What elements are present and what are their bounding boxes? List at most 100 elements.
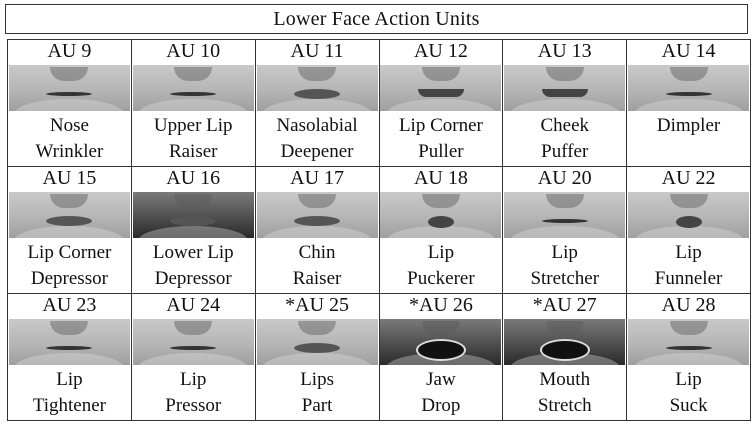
face-mouth	[675, 216, 702, 228]
face-mouth	[294, 89, 341, 99]
face-chin	[509, 226, 620, 238]
face-image	[132, 192, 254, 238]
action-unit-label-line2: Deepener	[280, 141, 354, 162]
face-image	[256, 192, 378, 238]
face-mouth	[294, 216, 341, 226]
face-mouth	[46, 346, 93, 350]
face-image	[132, 319, 254, 365]
action-unit-label-line2: Raiser	[168, 141, 218, 162]
action-unit-label-line1: Lip	[675, 242, 702, 263]
face-chin	[262, 226, 373, 238]
action-unit-code: AU 17	[290, 167, 345, 189]
face-nose	[669, 67, 708, 81]
action-unit-code: *AU 26	[408, 294, 473, 316]
action-unit-label-line1: Lip	[180, 369, 207, 390]
face-mouth	[665, 346, 712, 350]
action-unit-code: AU 24	[166, 294, 221, 316]
face-nose	[545, 194, 584, 208]
action-unit-label-line2: Stretch	[537, 395, 592, 416]
face-nose	[545, 67, 584, 81]
action-unit-label-line2: Tightener	[32, 395, 107, 416]
action-unit-code: AU 14	[661, 40, 716, 62]
action-unit-code: *AU 25	[285, 294, 350, 316]
action-unit-label-line1: Mouth	[539, 369, 591, 390]
face-nose	[50, 194, 89, 208]
face-chin	[385, 226, 496, 238]
action-unit-code: AU 13	[537, 40, 592, 62]
action-unit-label-line2: Raiser	[292, 268, 342, 289]
face-chin	[14, 353, 125, 365]
action-unit-label-line1: Lip	[427, 242, 455, 263]
action-unit-label-line2: Pressor	[165, 395, 222, 416]
action-unit-code: AU 20	[537, 167, 592, 189]
face-nose	[298, 194, 337, 208]
action-unit-label-line1: Jaw	[426, 369, 456, 390]
face-chin	[138, 99, 249, 111]
face-nose	[421, 67, 460, 81]
face-image	[256, 319, 378, 365]
face-mouth	[541, 89, 588, 97]
face-mouth	[170, 92, 217, 96]
action-unit-code: AU 11	[290, 40, 344, 62]
face-mouth	[415, 339, 466, 361]
face-mouth	[170, 216, 217, 226]
face-image	[132, 65, 254, 111]
action-unit-code: AU 10	[166, 40, 221, 62]
action-unit-label-line2: Depressor	[30, 268, 108, 289]
face-image	[504, 319, 626, 365]
face-nose	[174, 67, 213, 81]
action-unit-label-line1: Lips	[300, 369, 334, 390]
action-unit-label-line1: Lip	[551, 242, 578, 263]
face-image	[504, 192, 626, 238]
face-mouth	[294, 343, 341, 353]
face-image	[8, 192, 130, 238]
action-unit-code: AU 22	[661, 167, 716, 189]
face-chin	[138, 226, 249, 238]
face-nose	[298, 67, 337, 81]
face-image	[380, 65, 502, 111]
face-mouth	[170, 346, 217, 350]
face-chin	[262, 353, 373, 365]
action-unit-label-line2: Stretcher	[530, 268, 600, 289]
face-mouth	[541, 219, 588, 223]
face-chin	[509, 99, 620, 111]
face-nose	[174, 321, 213, 335]
face-image	[380, 319, 502, 365]
face-nose	[421, 321, 460, 335]
action-unit-code: AU 28	[661, 294, 716, 316]
face-image	[380, 192, 502, 238]
action-unit-label-line1: Nasolabial	[276, 115, 358, 136]
face-chin	[14, 226, 125, 238]
face-image	[504, 65, 626, 111]
face-mouth	[46, 216, 93, 226]
action-unit-label: Dimpler	[657, 113, 720, 139]
action-unit-label-line1: Dimpler	[656, 115, 721, 136]
action-unit-code: AU 15	[42, 167, 97, 189]
action-unit-code: AU 18	[413, 167, 468, 189]
action-unit-label-line1: Nose	[49, 115, 89, 136]
face-nose	[298, 321, 337, 335]
face-image	[628, 192, 750, 238]
